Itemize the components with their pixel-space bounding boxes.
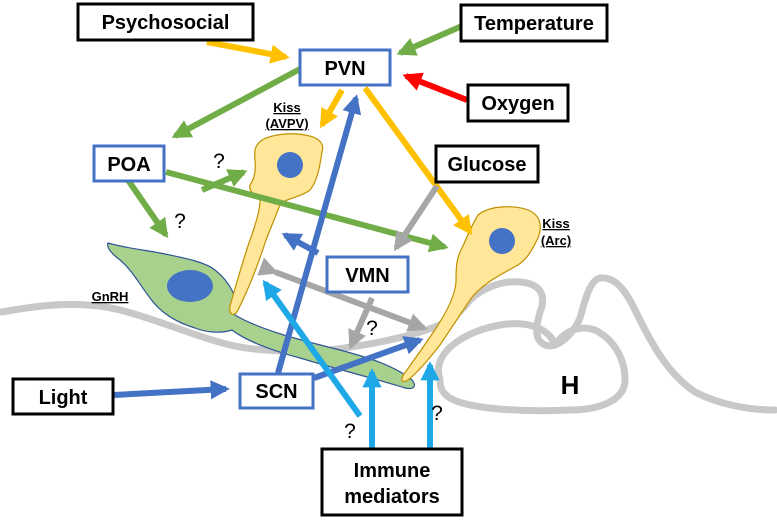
- kiss-arc-nucleus: [489, 228, 515, 254]
- label-vmn: VMN: [345, 265, 389, 287]
- label-kiss-arc-line1: Kiss: [542, 216, 569, 231]
- arrow-scn-to-pvn: [275, 94, 362, 374]
- label-oxygen: Oxygen: [481, 93, 554, 115]
- gnrh-nucleus: [167, 270, 213, 302]
- arrow-oxygen-to-pvn: [402, 72, 469, 103]
- box-poa: POA: [92, 144, 166, 183]
- label-immune-line2: mediators: [344, 486, 440, 508]
- arrow-temperature-to-pvn: [396, 23, 464, 56]
- question-immune-left: ?: [344, 420, 356, 443]
- question-poa-kiss-avpv: ?: [213, 150, 225, 173]
- box-immune-mediators: Immune mediators: [320, 447, 464, 517]
- arrow-glucose-to-vmn: [393, 184, 440, 252]
- arrow-pvn-to-poa: [171, 66, 302, 139]
- label-temperature: Temperature: [474, 13, 594, 35]
- label-kiss-arc-line2: (Arc): [541, 233, 571, 248]
- arrow-pvn-to-kiss-arc: [362, 86, 473, 236]
- box-scn: SCN: [238, 372, 315, 410]
- box-vmn: VMN: [325, 255, 410, 294]
- label-psychosocial: Psychosocial: [102, 12, 230, 34]
- arrow-vmn-bidirectional: [257, 257, 428, 332]
- arrow-poa-to-kiss-avpv: [200, 169, 248, 193]
- label-light: Light: [39, 387, 88, 409]
- box-glucose: Glucose: [434, 144, 540, 184]
- label-kiss-avpv-line2: (AVPV): [265, 116, 308, 131]
- box-temperature: Temperature: [459, 3, 609, 43]
- kiss-avpv-nucleus: [277, 152, 303, 178]
- tissue-outline: [0, 274, 777, 414]
- box-pvn: PVN: [298, 48, 392, 87]
- label-immune-line1: Immune: [354, 460, 431, 482]
- label-glucose: Glucose: [448, 154, 527, 176]
- label-scn: SCN: [255, 381, 297, 403]
- box-psychosocial: Psychosocial: [76, 2, 255, 42]
- question-vmn: ?: [366, 317, 378, 340]
- hypothalamus-outline: [434, 320, 629, 415]
- arrow-psychosocial-to-pvn: [206, 39, 290, 64]
- box-light: Light: [11, 377, 115, 416]
- gnrh-neuron: [107, 242, 415, 390]
- arrow-vmn-to-gnrh-axon: [348, 296, 375, 350]
- arrow-pvn-to-kiss-avpv: [319, 88, 345, 129]
- arrow-light-to-scn: [113, 380, 230, 400]
- label-gnrh: GnRH: [92, 289, 129, 304]
- label-poa: POA: [107, 154, 150, 176]
- kiss-avpv-neuron: [229, 133, 324, 315]
- label-kiss-avpv-line1: Kiss: [273, 100, 300, 115]
- label-pvn: PVN: [324, 58, 365, 80]
- kiss-arc-neuron: [401, 206, 541, 383]
- question-immune-right: ?: [431, 402, 443, 425]
- question-poa-gnrh: ?: [174, 210, 186, 233]
- box-oxygen: Oxygen: [466, 83, 570, 123]
- arrow-vmn-to-kiss-avpv: [281, 232, 320, 256]
- arrow-poa-to-gnrh: [125, 178, 169, 239]
- label-hypothalamus: H: [561, 370, 580, 400]
- arrow-immune-to-kiss-avpv: [262, 279, 363, 418]
